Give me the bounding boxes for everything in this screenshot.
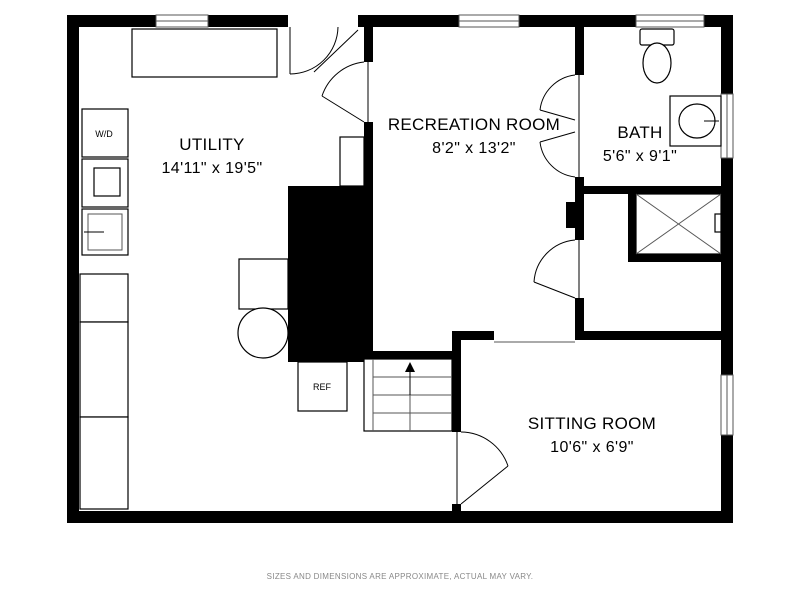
- room-name-sitting: SITTING ROOM: [528, 414, 656, 433]
- exterior-wall-left: [67, 15, 79, 523]
- stair-direction-arrow-icon: [405, 362, 415, 372]
- staircase: [363, 358, 453, 432]
- chimney-block: [288, 186, 366, 362]
- shower: [635, 193, 722, 255]
- wall-bath-bottom: [575, 331, 725, 340]
- room-name-utility: UTILITY: [179, 135, 244, 154]
- washer-dryer-label: W/D: [95, 129, 113, 139]
- exterior-wall-right: [721, 15, 733, 523]
- toilet: [639, 28, 675, 84]
- bath-sink: [669, 95, 722, 147]
- passage-opening-sitting: [494, 331, 575, 340]
- storage-cabinet-2: [79, 416, 129, 510]
- room-dims-sitting: 10'6" x 6'9": [550, 439, 634, 456]
- door-opening-entry: [288, 15, 358, 27]
- refrigerator-label: REF: [313, 382, 332, 392]
- room-name-recreation: RECREATION ROOM: [388, 115, 560, 134]
- door-swing-rec-bath-upper: [539, 74, 580, 178]
- water-heater: [237, 307, 289, 359]
- exterior-wall-bottom: [67, 511, 733, 523]
- door-swing-rec-lower: [533, 239, 580, 299]
- shower-wall-bottom: [628, 254, 721, 262]
- wall-sitting-left: [452, 331, 461, 523]
- wall-stub-bath: [566, 202, 578, 228]
- wall-sitting-top: [452, 331, 494, 340]
- door-swing-sitting: [456, 431, 509, 505]
- storage-cabinet-1: [79, 321, 129, 418]
- room-name-bath: BATH: [617, 123, 662, 142]
- wall-recreation-bath: [575, 27, 584, 339]
- wall-utility-recreation: [364, 27, 373, 359]
- room-dims-recreation: 8'2" x 13'2": [432, 140, 516, 157]
- water-heater-box: [339, 136, 365, 187]
- shower-wall-left: [628, 186, 636, 262]
- refrigerator: [297, 361, 348, 412]
- shelf-unit: [79, 273, 129, 323]
- exterior-wall-top: [67, 15, 733, 27]
- washer-door: [93, 167, 121, 197]
- disclaimer-text: SIZES AND DIMENSIONS ARE APPROXIMATE, AC…: [266, 572, 534, 581]
- washer-dryer: [81, 108, 129, 158]
- room-dims-bath: 5'6" x 9'1": [603, 148, 677, 165]
- door-swing-entry: [289, 26, 359, 75]
- wall-recreation-bottom: [364, 351, 457, 359]
- shower-valve: [714, 213, 722, 233]
- door-swing-utility-rec: [321, 61, 369, 123]
- room-dims-utility: 14'11" x 19'5": [161, 160, 262, 177]
- shower-wall-top: [584, 186, 721, 194]
- counter-top: [131, 28, 278, 78]
- furnace: [238, 258, 289, 310]
